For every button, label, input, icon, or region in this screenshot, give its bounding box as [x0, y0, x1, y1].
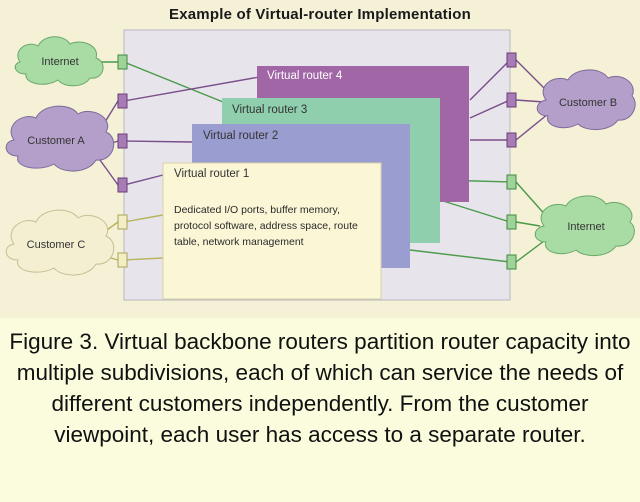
figure-caption: Figure 3. Virtual backbone routers parti…	[0, 318, 640, 502]
cloud-internet-right	[534, 195, 635, 256]
cloud-internet-left	[14, 36, 104, 87]
right-ports	[506, 52, 517, 270]
cloud-label-internet-right: Internet	[567, 221, 605, 233]
virtual-router-1-label: Virtual router 1	[174, 168, 250, 180]
cloud-label-customer-a: Customer A	[27, 135, 85, 147]
left-ports	[117, 54, 128, 268]
cloud-label-customer-c: Customer C	[26, 239, 86, 251]
virtual-router-3-label: Virtual router 3	[232, 104, 308, 116]
diagram-canvas	[5, 29, 636, 301]
cloud-customer-c	[5, 209, 115, 276]
virtual-router-2-label: Virtual router 2	[203, 130, 279, 142]
cloud-label-internet-left: Internet	[41, 56, 79, 68]
virtual-router-1-box	[162, 162, 382, 300]
virtual-router-4-label: Virtual router 4	[267, 70, 343, 82]
virtual-router-1-description: Dedicated I/O ports, buffer memory, prot…	[174, 204, 358, 248]
diagram-figure: Example of Virtual-router Implementation…	[5, 6, 636, 301]
cloud-label-customer-b: Customer B	[558, 97, 618, 109]
diagram-title: Example of Virtual-router Implementation	[169, 6, 471, 23]
caption-text: Figure 3. Virtual backbone routers parti…	[9, 329, 631, 447]
cloud-customer-b	[536, 69, 636, 130]
cloud-customer-a	[5, 105, 115, 172]
